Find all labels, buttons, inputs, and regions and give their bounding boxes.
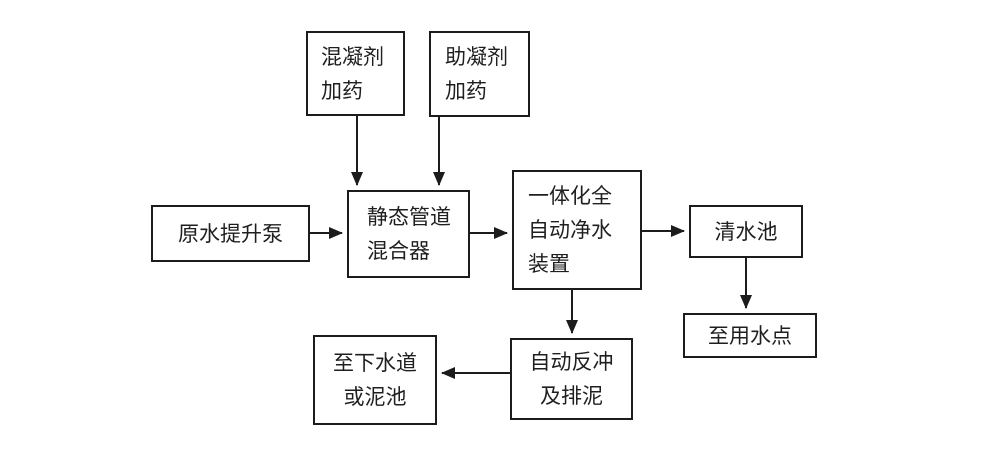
node-static-pipe-mixer: 静态管道 混合器: [347, 190, 470, 278]
node-sewer-or-mud-pool: 至下水道 或泥池: [313, 335, 437, 425]
node-label-line: 混凝剂: [321, 44, 384, 69]
node-label-line: 一体化全: [528, 184, 612, 208]
node-auto-backwash: 自动反冲 及排泥: [510, 338, 633, 420]
node-label-line: 自动净水: [528, 218, 612, 242]
node-label-line: 助凝剂: [445, 45, 508, 69]
node-label-line: 自动反冲: [529, 350, 614, 374]
node-label-line: 加药: [321, 78, 363, 103]
node-label-line: 清水池: [714, 219, 778, 244]
node-coagulant-dosing: 混凝剂 加药: [306, 31, 405, 116]
node-coagulant-aid-dosing: 助凝剂 加药: [429, 31, 530, 117]
node-raw-water-pump: 原水提升泵: [151, 205, 310, 262]
node-integrated-purifier: 一体化全 自动净水 装置: [512, 170, 642, 290]
node-label-line: 及排泥: [540, 384, 603, 408]
node-label-line: 装置: [528, 252, 570, 276]
node-label-line: 或泥池: [343, 385, 407, 409]
node-label-line: 至下水道: [333, 351, 417, 375]
node-label-line: 至用水点: [708, 323, 792, 348]
node-label-line: 静态管道: [367, 205, 451, 229]
node-label-line: 原水提升泵: [178, 221, 283, 246]
node-label-line: 混合器: [367, 239, 430, 263]
node-clear-water-tank: 清水池: [689, 205, 803, 258]
node-label-line: 加药: [445, 79, 487, 103]
node-water-use-point: 至用水点: [683, 313, 817, 358]
